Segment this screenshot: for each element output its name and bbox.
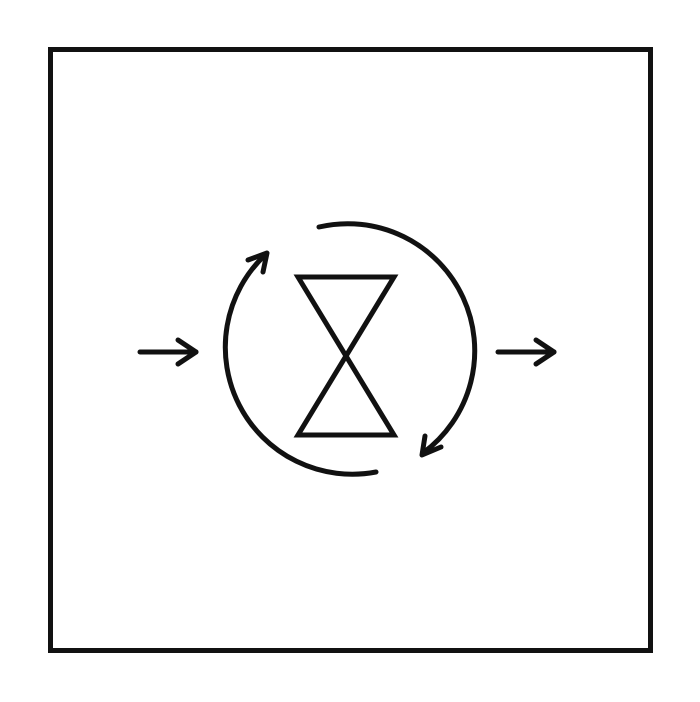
- output-arrow-icon: [495, 337, 557, 367]
- cycle-arc-top-icon: [222, 250, 379, 477]
- hourglass-icon: [293, 274, 399, 438]
- input-arrow-icon: [137, 337, 199, 367]
- cycle-arc-bottom-icon: [316, 221, 478, 458]
- frame-border: [48, 47, 653, 653]
